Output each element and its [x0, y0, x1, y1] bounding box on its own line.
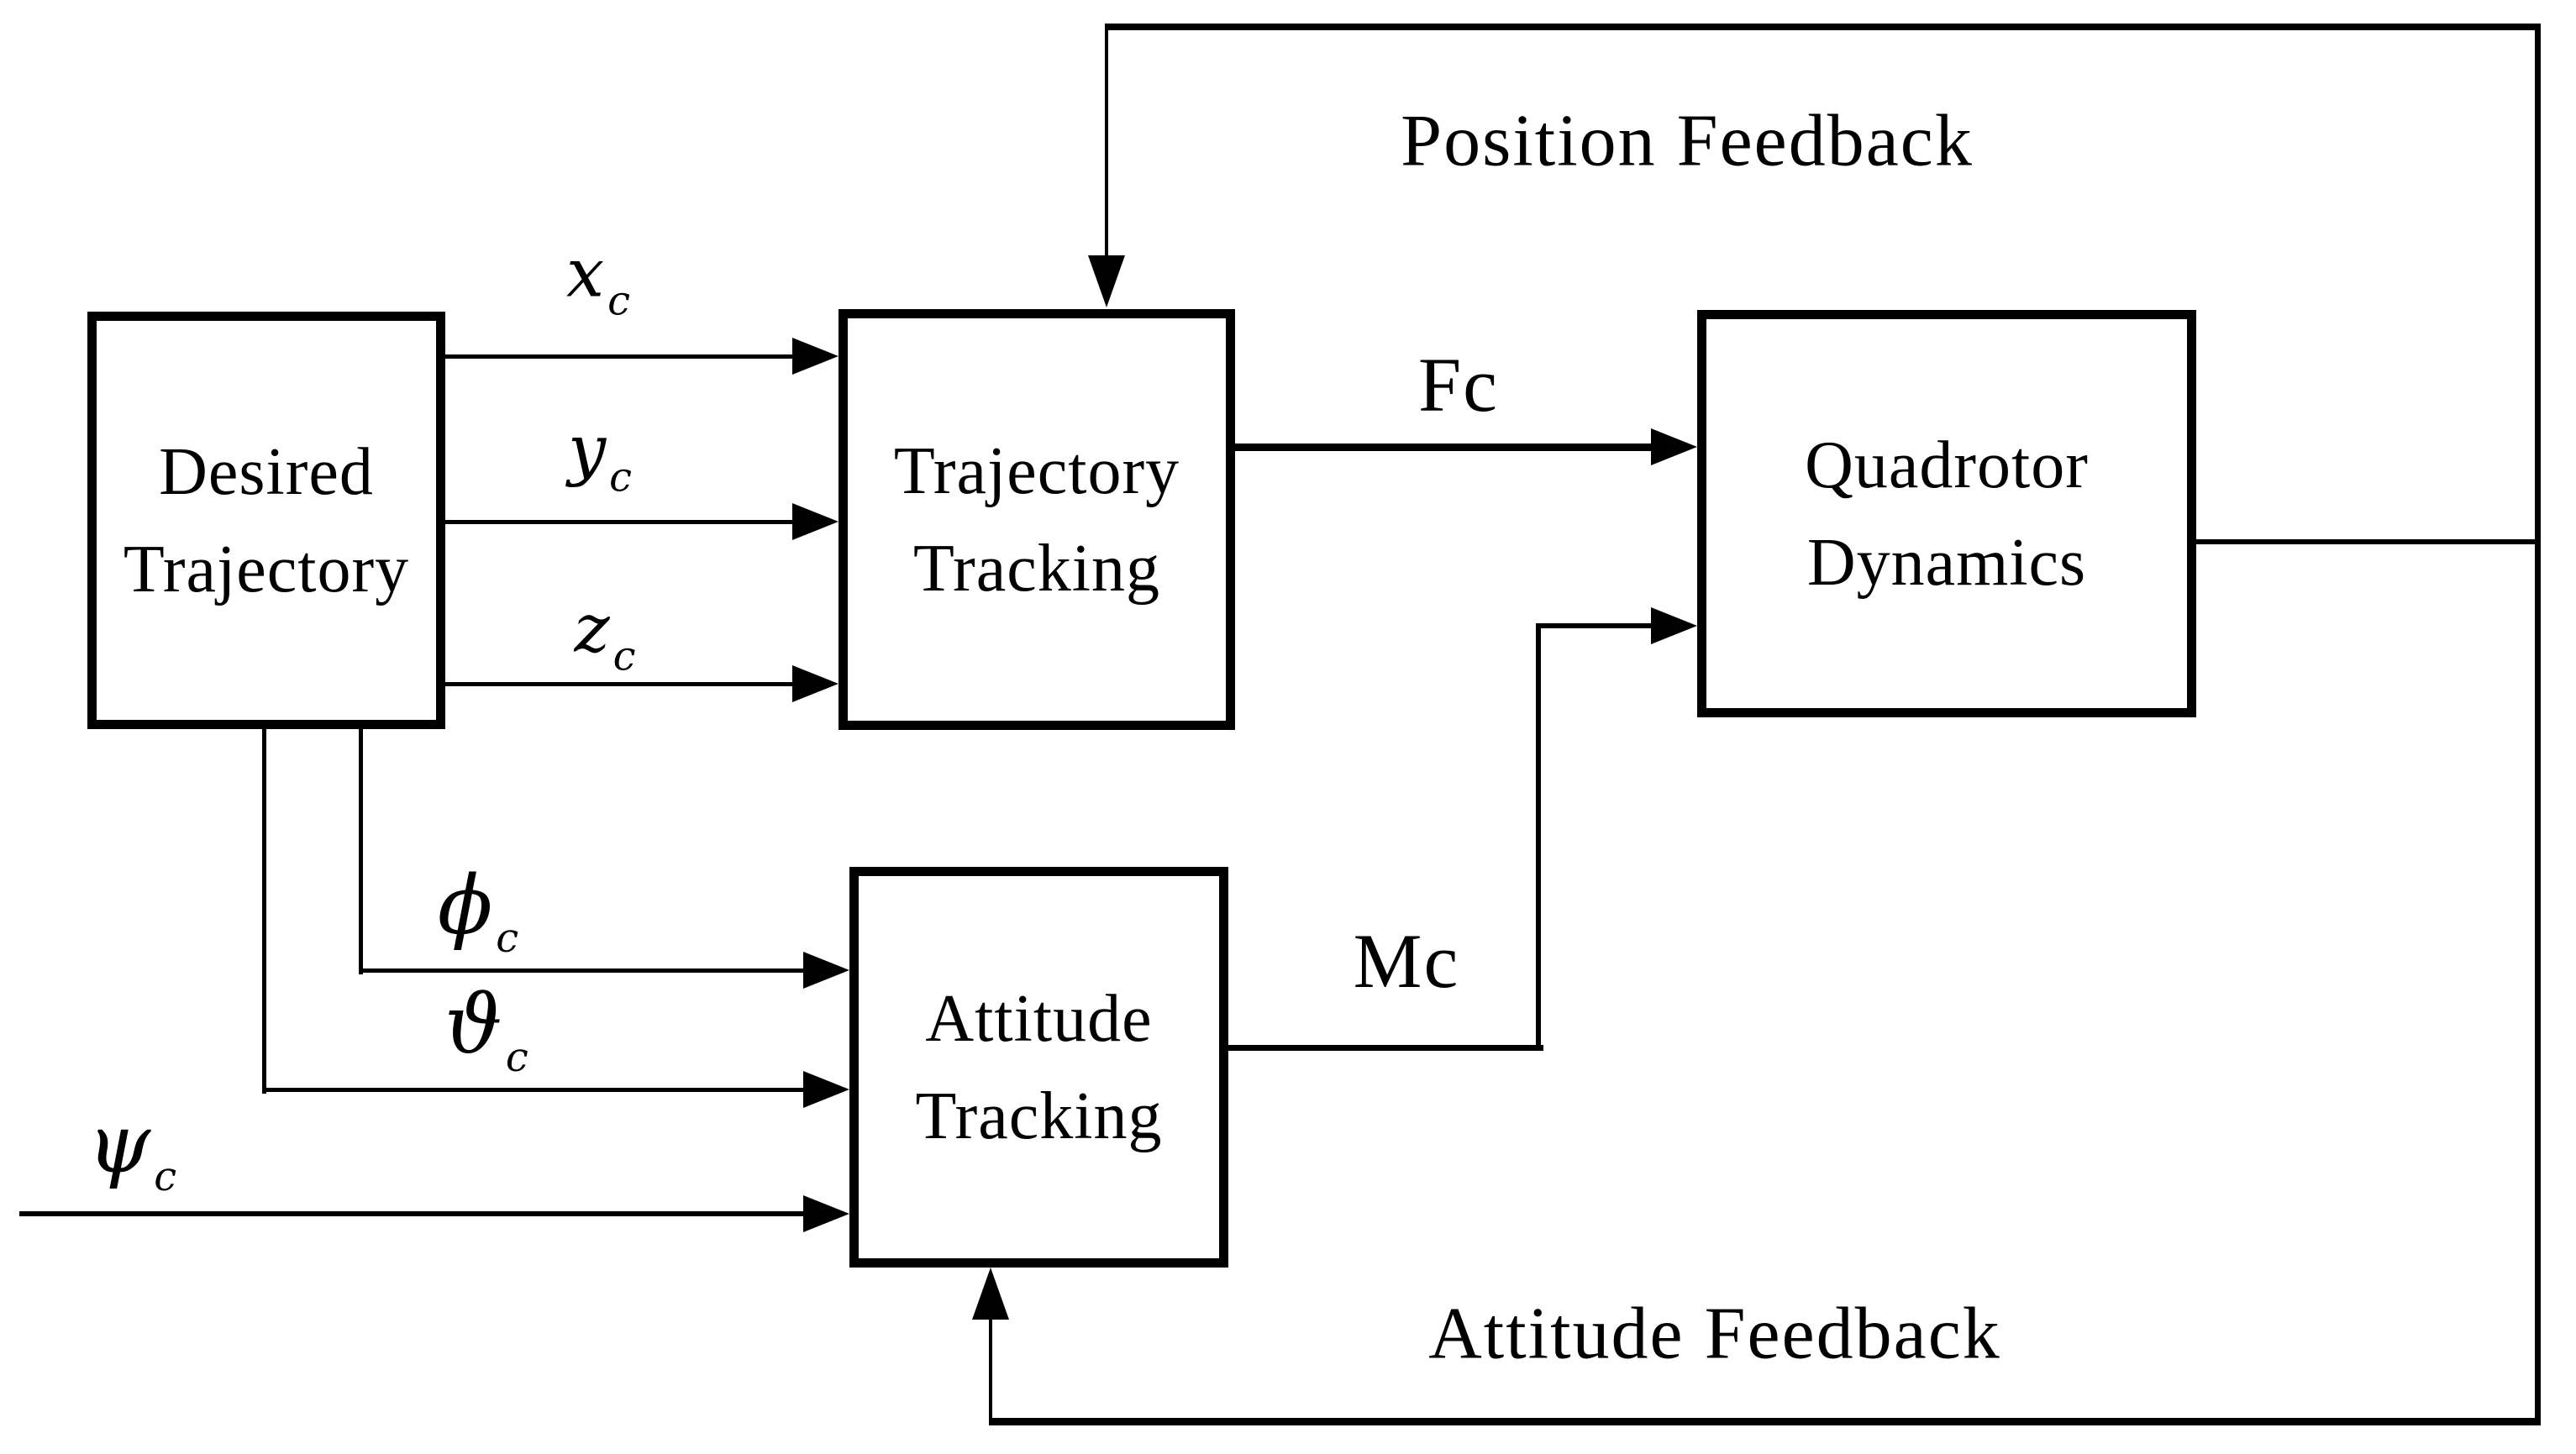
fc-arrowhead-icon — [1651, 428, 1697, 465]
mc-output-line — [1228, 1045, 1543, 1051]
quadrotor-output-line — [2196, 539, 2541, 544]
zc-arrowhead-icon — [792, 665, 839, 702]
feedback-trunk-line — [2535, 24, 2541, 1425]
desired-trajectory-label-line1: Desired — [159, 434, 374, 509]
zc-main: z — [574, 589, 610, 668]
psi-arrow-line — [19, 1211, 803, 1216]
quadrotor-dynamics-label-line2: Dynamics — [1806, 525, 2087, 600]
position-feedback-label: Position Feedback — [1401, 100, 1974, 182]
fc-signal-label: Fc — [1418, 342, 1499, 428]
attitude-feedback-label: Attitude Feedback — [1428, 1293, 2001, 1375]
attitude-tracking-label-line1: Attitude — [925, 981, 1153, 1056]
xc-subscript: c — [607, 277, 631, 325]
mc-signal-label: Mc — [1353, 918, 1460, 1004]
phi-arrow-line — [359, 968, 803, 973]
psi-signal-label: ψc — [87, 1097, 176, 1200]
yc-arrow-line — [445, 520, 792, 524]
theta-arrowhead-icon — [803, 1071, 849, 1108]
desired-trajectory-block: Desired Trajectory — [87, 312, 445, 729]
psi-arrowhead-icon — [803, 1195, 849, 1232]
yc-main: y — [567, 410, 607, 489]
theta-subscript: c — [505, 1034, 528, 1081]
xc-arrow-line — [445, 354, 792, 359]
xc-arrowhead-icon — [792, 338, 839, 375]
position-feedback-arrowhead-icon — [1088, 255, 1125, 307]
attitude-tracking-label-line2: Tracking — [915, 1079, 1163, 1153]
mc-arrow-line — [1536, 623, 1651, 628]
desired-trajectory-label-line2: Trajectory — [123, 532, 410, 606]
theta-command-riser-line — [262, 729, 266, 1094]
psi-subscript: c — [154, 1153, 177, 1200]
quadrotor-dynamics-label-line1: Quadrotor — [1805, 428, 2089, 502]
attitude-tracking-block: Attitude Tracking — [849, 867, 1228, 1268]
yc-subscript: c — [609, 454, 633, 501]
yc-signal-label: yc — [567, 410, 632, 501]
zc-arrow-line — [445, 682, 792, 686]
mc-riser-line — [1536, 623, 1541, 1051]
phi-command-riser-line — [359, 729, 363, 974]
attitude-feedback-riser-line — [989, 1315, 992, 1421]
trajectory-tracking-label-line1: Trajectory — [893, 433, 1180, 508]
phi-signal-label: ϕc — [437, 858, 518, 962]
attitude-feedback-arrowhead-icon — [972, 1268, 1009, 1320]
fc-arrow-line — [1235, 444, 1651, 451]
zc-subscript: c — [612, 633, 636, 680]
psi-main: ψ — [87, 1097, 151, 1191]
position-feedback-top-line — [1105, 24, 2541, 30]
position-feedback-drop-line — [1105, 27, 1108, 259]
theta-main: ϑ — [444, 978, 502, 1072]
mc-arrowhead-icon — [1651, 607, 1697, 644]
xc-signal-label: xc — [565, 234, 630, 325]
yc-arrowhead-icon — [792, 503, 839, 540]
trajectory-tracking-block: Trajectory Tracking — [839, 309, 1235, 730]
phi-subscript: c — [496, 915, 519, 962]
quadrotor-dynamics-block: Quadrotor Dynamics — [1697, 310, 2196, 717]
zc-signal-label: zc — [574, 589, 635, 680]
theta-signal-label: ϑc — [444, 978, 528, 1081]
theta-arrow-line — [262, 1088, 803, 1092]
phi-arrowhead-icon — [803, 952, 849, 989]
xc-main: x — [565, 234, 605, 312]
attitude-feedback-bottom-line — [989, 1418, 2541, 1425]
phi-main: ϕ — [437, 858, 493, 953]
trajectory-tracking-label-line2: Tracking — [913, 531, 1160, 606]
